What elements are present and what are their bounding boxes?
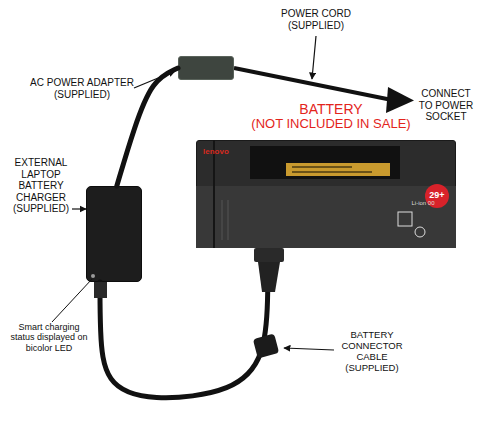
battery-sticker — [286, 163, 390, 176]
callout-text: POWER CORD (SUPPLIED) — [276, 8, 356, 31]
battery-badge — [425, 184, 449, 208]
leader-arrow — [72, 208, 86, 209]
callout-text: BATTERY CONNECTOR CABLE (SUPPLIED) — [330, 330, 414, 374]
battery-plug — [254, 248, 284, 262]
callout-text: AC POWER ADAPTER (SUPPLIED) — [29, 77, 135, 100]
battery-label — [250, 146, 400, 179]
battery-charger: EXTERNAL LAPTOP BATTERY CHARGER (SUPPLIE… — [86, 186, 142, 282]
callout-group: EXTERNAL LAPTOP BATTERY CHARGER (SUPPLIE… — [3, 157, 79, 215]
leader-arrow — [134, 71, 175, 88]
brand-mark: lenovo — [203, 147, 243, 156]
callout-group: BATTERY(NOT INCLUDED IN SALE) — [241, 101, 421, 132]
battery-end-cap — [213, 140, 215, 248]
leader-arrow — [284, 348, 334, 350]
battery-ridge — [222, 200, 223, 240]
power-cord — [234, 68, 392, 100]
battery-lower-shell — [196, 186, 456, 248]
cable-connector — [100, 248, 268, 398]
note-text: Smart charging status displayed on bicol… — [6, 322, 92, 353]
callout-text: BATTERY — [241, 101, 421, 117]
leader-line — [52, 279, 92, 322]
ac-adapter: AC POWER ADAPTER (SUPPLIED) — [178, 56, 234, 80]
cell-type-text: Li-ion 00 — [398, 200, 448, 207]
charger-plug — [94, 282, 107, 298]
laptop-battery: BATTERY(NOT INCLUDED IN SALE) — [196, 140, 456, 248]
cable-connector — [117, 68, 178, 186]
sticker-line — [292, 166, 352, 168]
callout-group: AC POWER ADAPTER (SUPPLIED) — [29, 77, 135, 100]
callout-text: EXTERNAL LAPTOP BATTERY CHARGER (SUPPLIE… — [3, 157, 79, 215]
recycle-symbol — [415, 227, 425, 237]
callout-text: CONNECT TO POWER SOCKET — [414, 88, 478, 123]
plug-strain-relief — [258, 262, 280, 292]
battery-ridge — [228, 200, 229, 240]
cable-ferrule — [253, 333, 279, 358]
badge-text: 29+ — [425, 190, 449, 200]
leader-arrow — [312, 36, 316, 79]
battery-symbol — [398, 212, 412, 226]
sticker-line — [292, 171, 372, 173]
socket-arrow — [386, 87, 414, 113]
callout-text: (NOT INCLUDED IN SALE) — [241, 117, 421, 132]
bicolor-led — [91, 274, 95, 278]
